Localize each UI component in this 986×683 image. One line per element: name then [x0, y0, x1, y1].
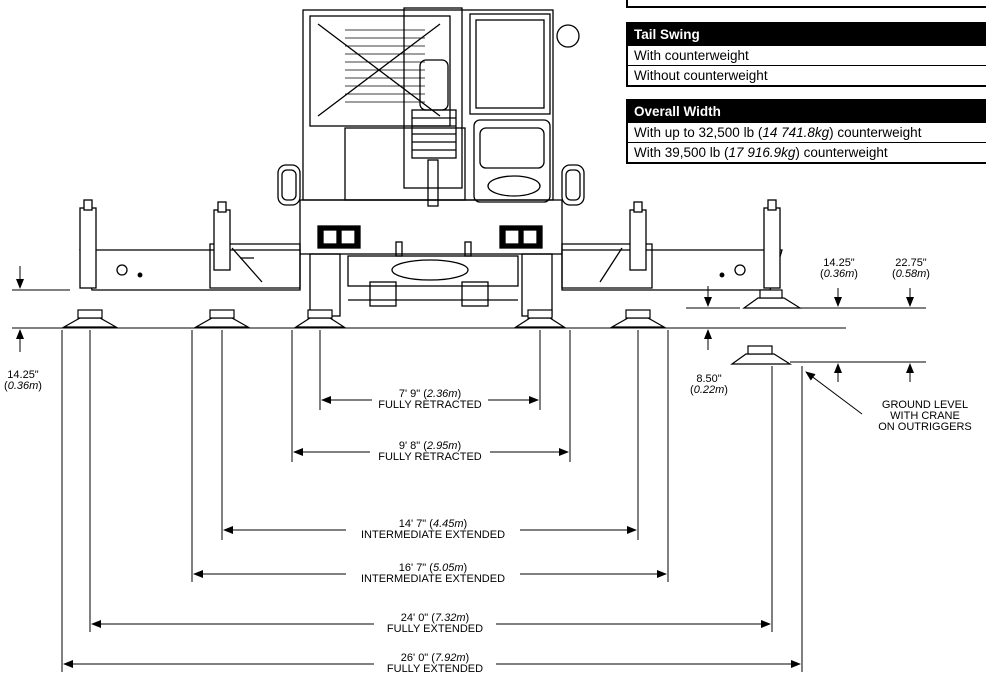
- overall-width-table: Overall Width With up to 32,500 lb (14 7…: [626, 99, 986, 164]
- crane-carrier: [277, 7, 585, 317]
- outrigger-pads: [61, 289, 803, 365]
- dimension-arrows: [16, 266, 914, 668]
- reference-lines: [12, 289, 926, 672]
- dim-label-intermediate-inner: 14' 7" (4.45m) INTERMEDIATE EXTENDED: [360, 518, 506, 541]
- dim-label-extended-inner: 24' 0" (7.32m) FULLY EXTENDED: [386, 612, 484, 635]
- tail-swing-header: Tail Swing: [628, 24, 986, 45]
- overall-width-header: Overall Width: [628, 101, 986, 122]
- dim-label-right-height-1: 14.25"(0.36m): [820, 257, 858, 280]
- overall-width-row: With 39,500 lb (17 916.9kg) counterweigh…: [628, 142, 986, 162]
- outrigger-jacks: [79, 199, 781, 289]
- dim-label-left-height: 14.25"(0.36m): [4, 369, 42, 392]
- dim-label-right-height-3: 8.50"(0.22m): [690, 373, 728, 396]
- spec-table-top-edge: [626, 0, 986, 8]
- dim-label-intermediate-outer: 16' 7" (5.05m) INTERMEDIATE EXTENDED: [360, 562, 506, 585]
- tail-swing-table: Tail Swing With counterweight Without co…: [626, 22, 986, 87]
- dim-label-extended-outer: 26' 0" (7.92m) FULLY EXTENDED: [386, 652, 484, 675]
- tail-swing-row: Without counterweight: [628, 65, 986, 85]
- dim-label-right-height-2: 22.75"(0.58m): [892, 257, 930, 280]
- dim-label-retracted-inner: 7' 9" (2.36m) FULLY RETRACTED: [378, 388, 482, 411]
- tail-swing-row: With counterweight: [628, 45, 986, 65]
- overall-width-row: With up to 32,500 lb (14 741.8kg) counte…: [628, 122, 986, 142]
- ground-level-callout: GROUND LEVEL WITH CRANE ON OUTRIGGERS: [878, 399, 972, 433]
- dim-label-retracted-outer: 9' 8" (2.95m) FULLY RETRACTED: [378, 440, 482, 463]
- outrigger-beams: [79, 243, 783, 291]
